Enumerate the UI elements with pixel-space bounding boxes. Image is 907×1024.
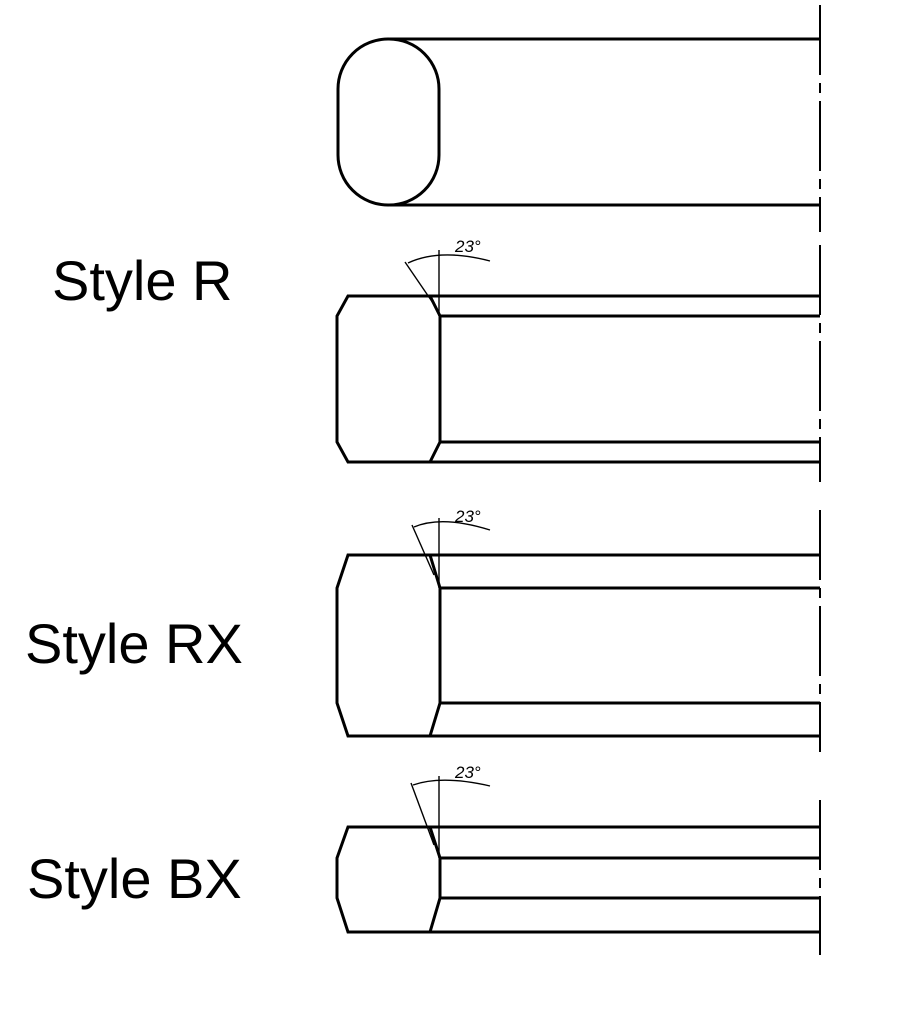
style-r-cross-section (335, 294, 442, 464)
angle-slant-line (410, 782, 435, 846)
angle-label: 23° (454, 507, 481, 526)
angle-arc (407, 254, 491, 264)
style-bx-cross-section (335, 825, 442, 934)
style-rx-section: Style RX 23° (25, 507, 821, 752)
style-r-label: Style R (52, 249, 233, 312)
oval-cross-section (336, 37, 441, 207)
oval-ring-section (336, 5, 821, 232)
angle-label: 23° (454, 237, 481, 256)
angle-slant-line (411, 524, 435, 576)
angle-arc (413, 520, 491, 531)
angle-label: 23° (454, 763, 481, 782)
angle-slant-line (404, 261, 434, 304)
style-r-section: Style R 23° (52, 237, 821, 482)
angle-arc (412, 779, 491, 787)
style-bx-label: Style BX (27, 847, 242, 910)
style-rx-cross-section (335, 553, 442, 738)
style-rx-label: Style RX (25, 612, 243, 675)
style-bx-section: Style BX 23° (27, 763, 821, 955)
